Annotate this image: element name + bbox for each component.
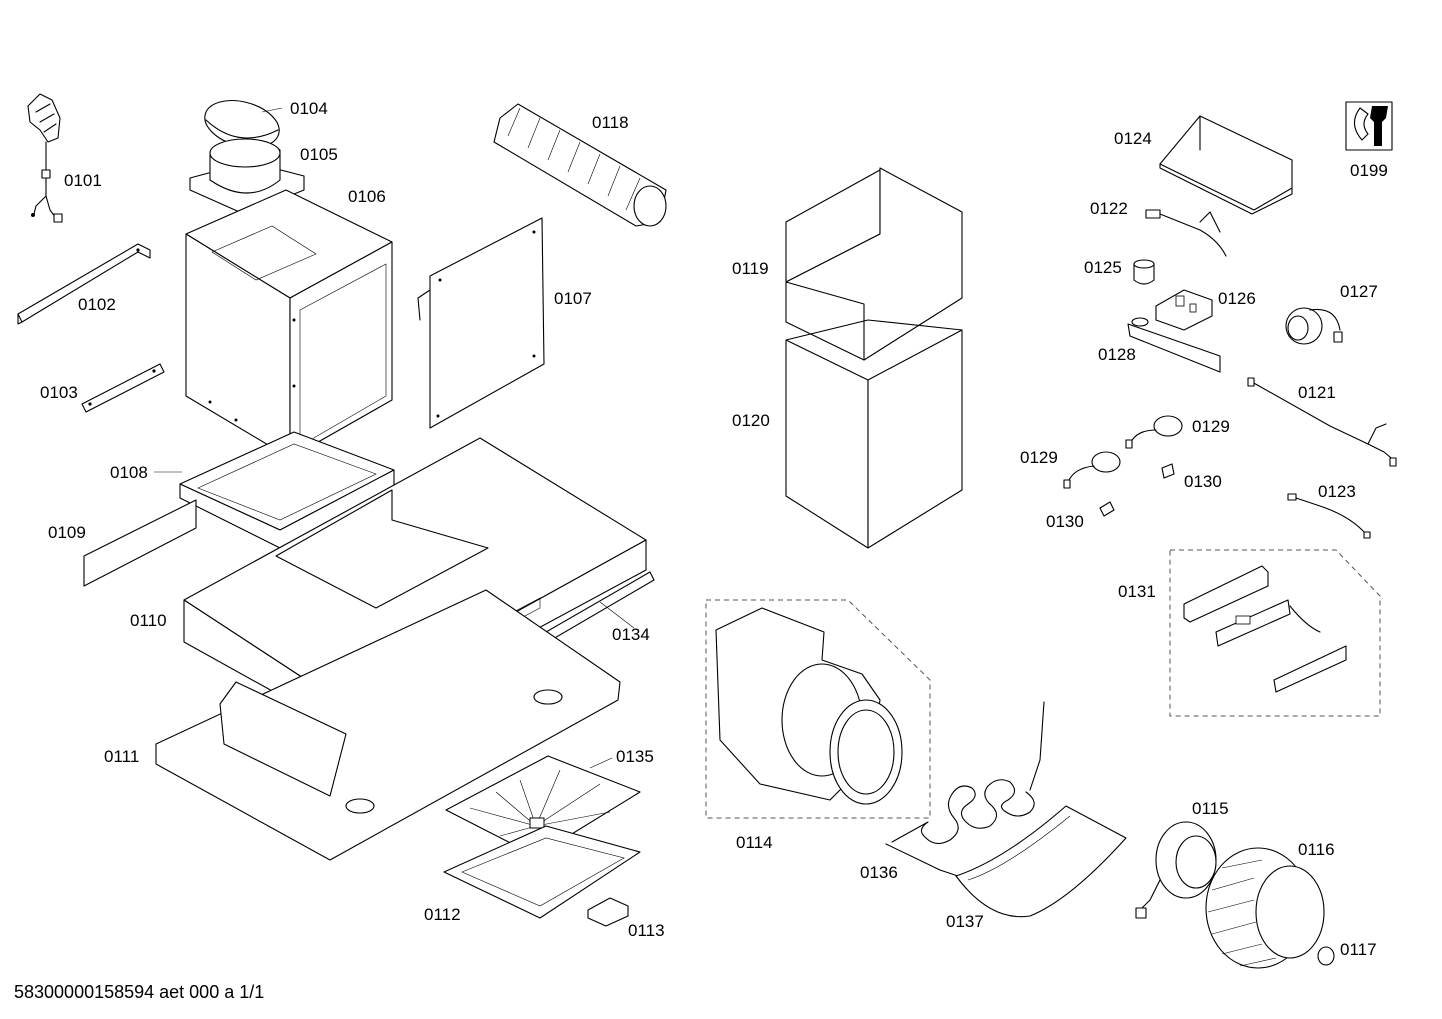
label-0119: 0119: [732, 259, 769, 278]
part-0127-small-motor[interactable]: [1285, 307, 1343, 345]
leader-lines: [154, 107, 635, 769]
part-0199-service-kit[interactable]: [1345, 101, 1393, 151]
part-0123-cable[interactable]: [1287, 493, 1371, 539]
part-0114-blower-housing[interactable]: [705, 599, 931, 819]
label-0127: 0127: [1340, 282, 1378, 301]
part-0104-cap[interactable]: [200, 93, 285, 155]
part-0124-control-box[interactable]: [1159, 115, 1293, 215]
part-labels: 0101 0102 0103 0104 0105 0106 0107 0108 …: [40, 99, 1388, 959]
label-0112: 0112: [424, 905, 461, 924]
part-0130-fuse-a[interactable]: [1161, 463, 1175, 479]
label-0103: 0103: [40, 383, 78, 402]
part-0103-strip[interactable]: [81, 363, 165, 413]
part-0137-curved-cover[interactable]: [955, 805, 1127, 918]
label-0105: 0105: [300, 145, 338, 164]
part-0125-capacitor[interactable]: [1133, 259, 1155, 285]
label-0120: 0120: [732, 411, 770, 430]
label-0106: 0106: [348, 187, 386, 206]
label-0107: 0107: [554, 289, 592, 308]
label-0131: 0131: [1118, 582, 1156, 601]
wrench-icon: [1370, 106, 1388, 146]
label-0135: 0135: [616, 747, 654, 766]
label-0129-b: 0129: [1192, 417, 1230, 436]
label-0130-a: 0130: [1046, 512, 1084, 531]
label-0118: 0118: [592, 113, 629, 132]
label-0128: 0128: [1098, 345, 1136, 364]
label-0137: 0137: [946, 912, 984, 931]
label-0121: 0121: [1298, 383, 1336, 402]
label-0126: 0126: [1218, 289, 1256, 308]
part-0118-flex-duct[interactable]: [493, 103, 667, 227]
label-0199: 0199: [1350, 161, 1388, 180]
label-0123: 0123: [1318, 482, 1356, 501]
part-0111-base-tray[interactable]: [155, 589, 621, 861]
part-0106-housing-box[interactable]: [185, 189, 393, 459]
label-0108: 0108: [110, 463, 148, 482]
label-0115: 0115: [1192, 799, 1229, 818]
part-0115-motor[interactable]: [1135, 821, 1217, 919]
label-0122: 0122: [1090, 199, 1128, 218]
part-0109-filter-sheet[interactable]: [83, 499, 197, 587]
label-0102: 0102: [78, 295, 116, 314]
label-0134: 0134: [612, 625, 650, 644]
part-0120-lower-chimney[interactable]: [785, 319, 963, 549]
part-0119-upper-chimney[interactable]: [785, 167, 963, 361]
part-0112-filter-frame[interactable]: [443, 825, 641, 919]
part-0129-sensor-b[interactable]: [1125, 415, 1183, 449]
part-0101-power-cord[interactable]: [27, 93, 63, 223]
part-0131-control-panel-kit[interactable]: [1169, 549, 1381, 717]
part-0126-circuit-board[interactable]: [1155, 289, 1213, 331]
part-0122-cable[interactable]: [1145, 209, 1227, 257]
label-0130-b: 0130: [1184, 472, 1222, 491]
label-0117: 0117: [1340, 940, 1377, 959]
part-0129-sensor-a[interactable]: [1063, 451, 1121, 489]
label-0113: 0113: [628, 921, 665, 940]
part-0130-fuse-b[interactable]: [1099, 501, 1115, 517]
label-0125: 0125: [1084, 258, 1122, 277]
label-0111: 0111: [104, 747, 139, 766]
label-0104: 0104: [290, 99, 328, 118]
part-0107-panel[interactable]: [417, 217, 545, 429]
document-footer: 58300000158594 aet 000 a 1/1: [14, 982, 264, 1002]
label-0114: 0114: [736, 833, 773, 852]
label-0136: 0136: [860, 863, 898, 882]
part-0102-bracket[interactable]: [17, 243, 151, 325]
part-0121-wire[interactable]: [1247, 377, 1397, 467]
label-0109: 0109: [48, 523, 86, 542]
label-0116: 0116: [1298, 840, 1335, 859]
part-0117-cap-nut[interactable]: [1317, 946, 1335, 966]
part-0128-board[interactable]: [1127, 317, 1221, 373]
label-0129-a: 0129: [1020, 448, 1058, 467]
label-0101: 0101: [64, 171, 102, 190]
label-0110: 0110: [130, 611, 167, 630]
label-0124: 0124: [1114, 129, 1152, 148]
part-0113-handle[interactable]: [587, 897, 629, 927]
part-0116-fan-wheel[interactable]: [1205, 847, 1325, 969]
